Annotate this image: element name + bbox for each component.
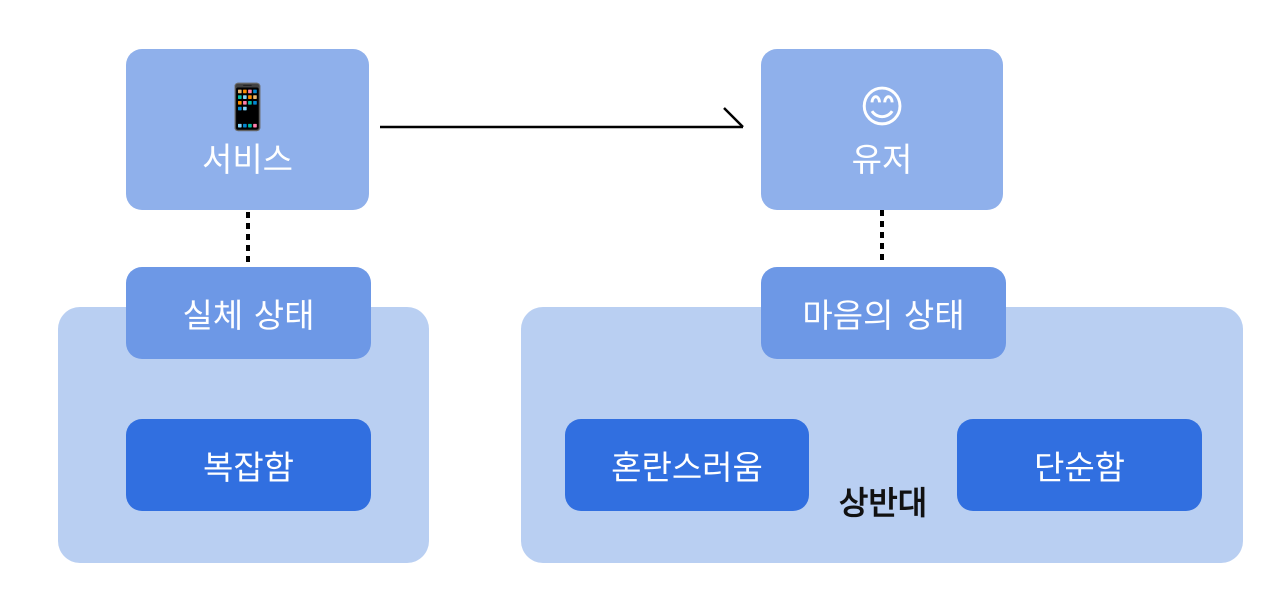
left-group-header: 실체 상태 — [126, 267, 371, 359]
right-group-header-label: 마음의 상태 — [802, 296, 965, 335]
service-label: 서비스 — [201, 139, 294, 179]
simple-item-label: 단순함 — [1033, 448, 1126, 487]
opposite-relation-label: 상반대 — [838, 484, 928, 522]
complex-item: 복잡함 — [126, 419, 371, 511]
user-label: 유저 — [851, 139, 913, 179]
complex-item-label: 복잡함 — [202, 448, 295, 487]
smiling-face-icon: 😊 — [859, 81, 905, 133]
left-group-header-label: 실체 상태 — [182, 296, 315, 335]
service-to-user-arrow — [380, 107, 744, 129]
simple-item: 단순함 — [957, 419, 1202, 511]
mobile-phone-icon: 📱 — [220, 81, 275, 133]
right-group-header: 마음의 상태 — [761, 267, 1006, 359]
user-node: 😊 유저 — [761, 49, 1003, 210]
confused-item-label: 혼란스러움 — [611, 448, 763, 487]
service-node: 📱 서비스 — [126, 49, 369, 210]
confused-item: 혼란스러움 — [565, 419, 809, 511]
